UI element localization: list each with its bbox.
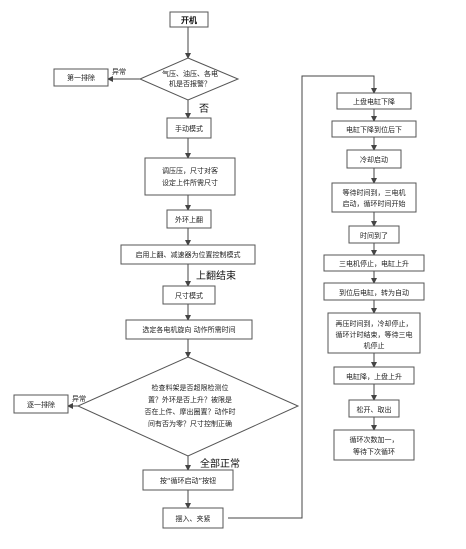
svg-text:再压时间到，冷却停止，: 再压时间到，冷却停止， [336, 319, 413, 328]
svg-text:电缸降，上盘上升: 电缸降，上盘上升 [346, 372, 402, 381]
svg-text:等待时间到，三电机: 等待时间到，三电机 [343, 188, 406, 197]
svg-text:设定上件所需尺寸: 设定上件所需尺寸 [162, 178, 218, 187]
node-fault-1: 第一排除 [53, 68, 109, 87]
svg-text:第一排除: 第一排除 [67, 73, 95, 82]
svg-text:选定各电机旋向 动作所需时间: 选定各电机旋向 动作所需时间 [142, 325, 235, 334]
node-select-motor: 选定各电机旋向 动作所需时间 [125, 319, 253, 340]
svg-text:置？外环是否上升？被限是: 置？外环是否上升？被限是 [148, 395, 232, 404]
node-r-count: 循环次数加一， 等待下次循环 [333, 429, 415, 461]
node-size-mode: 尺寸模式 [162, 285, 216, 305]
node-r-remove: 松开、取出 [348, 399, 400, 418]
node-set-pressure: 调压压，尺寸对客 设定上件所需尺寸 [144, 157, 236, 196]
svg-text:间有否为零？尺寸控制正确: 间有否为零？尺寸控制正确 [148, 419, 232, 428]
svg-text:启用上翻、减速器为位置控制模式: 启用上翻、减速器为位置控制模式 [136, 250, 241, 259]
node-press-cycle: 按“循环启动”按钮 [142, 469, 234, 491]
label-abnormal-2: 异常 [72, 394, 86, 403]
svg-text:机停止: 机停止 [364, 341, 385, 350]
svg-text:否在上件、摩出圈置？动作时: 否在上件、摩出圈置？动作时 [145, 407, 236, 416]
svg-text:启动，循环时间开始: 启动，循环时间开始 [343, 199, 406, 208]
svg-text:松开、取出: 松开、取出 [357, 405, 392, 414]
svg-text:调压压，尺寸对客: 调压压，尺寸对客 [162, 166, 218, 175]
svg-text:检查料架是否超限检测位: 检查料架是否超限检测位 [152, 383, 229, 392]
svg-text:外环上翻: 外环上翻 [175, 215, 203, 224]
svg-text:手动模式: 手动模式 [175, 124, 203, 133]
decision-position-check: 检查料架是否超限检测位 置？外环是否上升？被限是 否在上件、摩出圈置？动作时 间… [76, 356, 300, 457]
node-r-stop: 时间到了 [348, 225, 400, 244]
node-r-wait: 等待时间到，三电机 启动，循环时间开始 [331, 182, 417, 213]
svg-text:按“循环启动”按钮: 按“循环启动”按钮 [160, 476, 216, 485]
label-abnormal-1: 异常 [112, 67, 126, 76]
svg-text:循环次数加一，: 循环次数加一， [350, 435, 399, 444]
node-load: 摆入、夹紧 [162, 507, 224, 529]
node-fault-2: 逐一排除 [13, 394, 69, 414]
svg-text:尺寸模式: 尺寸模式 [175, 291, 203, 300]
node-r-lift: 电缸降，上盘上升 [333, 366, 415, 385]
svg-text:开机: 开机 [181, 15, 197, 25]
svg-text:冷却启动: 冷却启动 [360, 155, 388, 164]
svg-text:气压、油压、各电: 气压、油压、各电 [162, 69, 218, 78]
node-r-reach: 到位后电缸，转为自动 [323, 282, 425, 301]
svg-text:逐一排除: 逐一排除 [27, 400, 55, 409]
label-all-normal: 全部正常 [200, 457, 240, 470]
node-r-cool: 冷却启动 [346, 149, 402, 169]
svg-text:摆入、夹紧: 摆入、夹紧 [176, 514, 211, 523]
svg-text:到位后电缸，转为自动: 到位后电缸，转为自动 [339, 288, 409, 297]
svg-text:三电机停止，电缸上升: 三电机停止，电缸上升 [339, 259, 409, 268]
svg-text:等待下次循环: 等待下次循环 [353, 447, 395, 456]
node-start: 开机 [169, 11, 209, 28]
node-r-press: 电缸下降到位后下 [331, 120, 417, 138]
label-no: 否 [199, 103, 209, 115]
node-r-timer: 再压时间到，冷却停止， 循环计时结束，等待三电 机停止 [327, 312, 421, 354]
svg-text:电缸下降到位后下: 电缸下降到位后下 [346, 125, 402, 134]
svg-text:时间到了: 时间到了 [360, 231, 388, 240]
node-manual-mode: 手动模式 [166, 117, 212, 139]
node-lift-out: 外环上翻 [166, 209, 212, 229]
svg-text:上盘电缸下降: 上盘电缸下降 [353, 97, 395, 106]
node-program: 启用上翻、减速器为位置控制模式 [120, 244, 256, 265]
svg-text:循环计时结束，等待三电: 循环计时结束，等待三电 [336, 330, 413, 339]
node-r-down: 上盘电缸下降 [336, 92, 412, 110]
node-r-motor: 三电机停止，电缸上升 [323, 254, 425, 272]
decision-alarm-check: 气压、油压、各电 机是否报警？ [138, 57, 240, 101]
svg-text:机是否报警？: 机是否报警？ [169, 79, 211, 88]
label-program-done: 上翻结束 [196, 269, 236, 282]
